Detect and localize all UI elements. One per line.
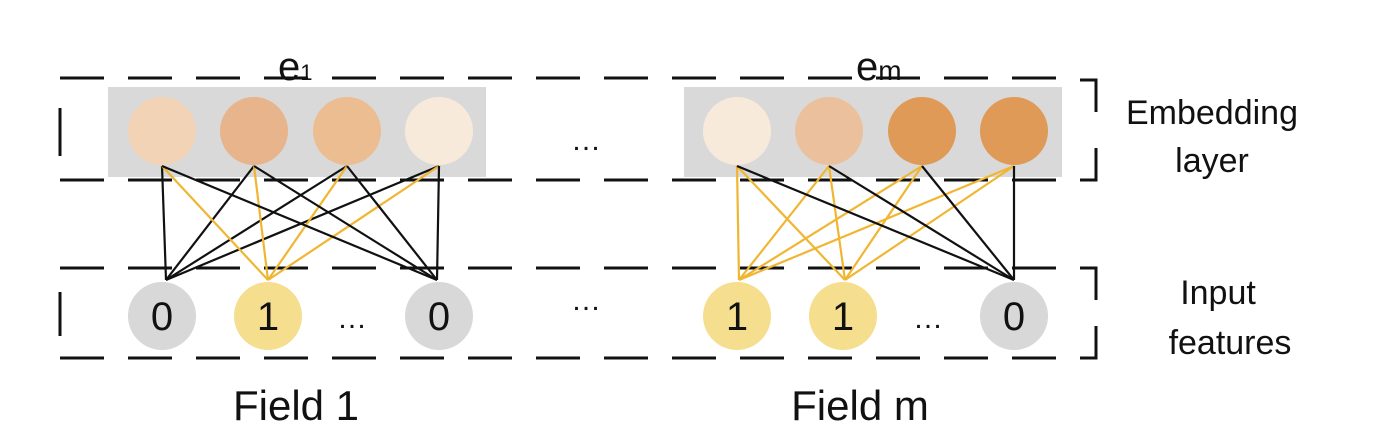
bracket-input-bottom xyxy=(1080,326,1098,360)
input-value-fieldm-3: 0 xyxy=(1003,295,1025,339)
field-label-m: Field m xyxy=(791,382,929,429)
input-node-field1-2 xyxy=(234,282,302,350)
edge-field1-input-3-to-embedding-1 xyxy=(161,164,438,282)
embedding-layer-label-line-1: Embedding xyxy=(1126,94,1298,132)
bracket-embedding-top xyxy=(1080,78,1098,112)
edge-fieldm-input-3-to-embedding-2 xyxy=(828,165,1015,281)
embedding-label-field-m-sub: m xyxy=(878,55,901,86)
edge-fieldm-input-2-to-embedding-4 xyxy=(844,165,1015,281)
embedding-node-fieldm-4 xyxy=(980,97,1048,165)
edge-field1-input-3-to-embedding-2 xyxy=(253,165,438,281)
ellipsis-input-field-1: … xyxy=(337,302,367,335)
embedding-label-field-1: e1 xyxy=(278,45,313,89)
embedding-layer-label-line-2: layer xyxy=(1175,142,1249,180)
edge-fieldm-input-1-to-embedding-2 xyxy=(738,165,830,281)
edge-field1-input-1-to-embedding-3 xyxy=(165,165,348,281)
field-label-1: Field 1 xyxy=(233,382,359,429)
edge-field1-input-2-to-embedding-1 xyxy=(161,165,269,281)
edge-fieldm-input-2-to-embedding-2 xyxy=(827,165,847,281)
input-value-field1-1: 0 xyxy=(151,295,173,339)
input-features-label-line-1: Input xyxy=(1180,274,1256,312)
edge-field1-input-2-to-embedding-2 xyxy=(252,165,270,281)
input-node-field1-1 xyxy=(128,282,196,350)
bracket-input-top xyxy=(1080,266,1098,300)
embedding-label-field-m-main: e xyxy=(856,45,878,89)
input-node-fieldm-2 xyxy=(809,282,877,350)
input-features-label-line-2: features xyxy=(1169,324,1292,362)
embedding-node-fieldm-2 xyxy=(795,97,863,165)
edge-field1-input-2-to-embedding-4 xyxy=(267,165,440,281)
input-value-field1-2: 1 xyxy=(257,295,279,339)
edge-field1-input-2-to-embedding-3 xyxy=(267,165,348,281)
embedding-node-field1-4 xyxy=(405,97,473,165)
input-value-fieldm-2: 1 xyxy=(832,295,854,339)
embedding-label-field-1-sub: 1 xyxy=(300,60,312,85)
edge-field1-input-1-to-embedding-4 xyxy=(165,164,440,282)
edge-fieldm-input-2-to-embedding-1 xyxy=(736,165,846,281)
bracket-embedding-bottom xyxy=(1080,148,1098,182)
edge-fieldm-input-1-to-embedding-1 xyxy=(735,165,741,281)
ellipsis-input-between-fields: … xyxy=(571,284,601,317)
embedding-node-field1-2 xyxy=(220,97,288,165)
input-node-field1-3 xyxy=(405,282,473,350)
embedding-node-field1-1 xyxy=(128,97,196,165)
brackets xyxy=(1080,78,1098,360)
edge-fieldm-input-2-to-embedding-3 xyxy=(844,165,923,281)
edge-fieldm-input-3-to-embedding-1 xyxy=(736,164,1015,282)
edge-field1-input-1-to-embedding-1 xyxy=(160,165,168,281)
input-value-field1-3: 0 xyxy=(428,295,450,339)
edge-field1-input-1-to-embedding-2 xyxy=(165,165,255,281)
input-node-fieldm-3 xyxy=(980,282,1048,350)
embedding-node-fieldm-3 xyxy=(888,97,956,165)
edge-field1-input-3-to-embedding-3 xyxy=(346,165,438,281)
input-node-fieldm-1 xyxy=(703,282,771,350)
edge-field1-input-3-to-embedding-4 xyxy=(435,165,441,281)
embedding-node-fieldm-1 xyxy=(703,97,771,165)
ellipsis-embedding-between-fields: … xyxy=(571,124,601,157)
edge-fieldm-input-3-to-embedding-3 xyxy=(921,165,1015,281)
ellipsis-input-field-m: … xyxy=(913,302,943,335)
embedding-label-field-m: em xyxy=(856,45,902,89)
connection-edges xyxy=(160,164,1016,282)
embedding-node-field1-3 xyxy=(313,97,381,165)
edge-fieldm-input-1-to-embedding-3 xyxy=(738,165,923,281)
nodes: 0 1 0 1 1 0 xyxy=(128,97,1048,350)
embedding-label-field-1-main: e xyxy=(278,45,300,89)
input-value-fieldm-1: 1 xyxy=(726,295,748,339)
dashed-lines xyxy=(58,76,1070,360)
